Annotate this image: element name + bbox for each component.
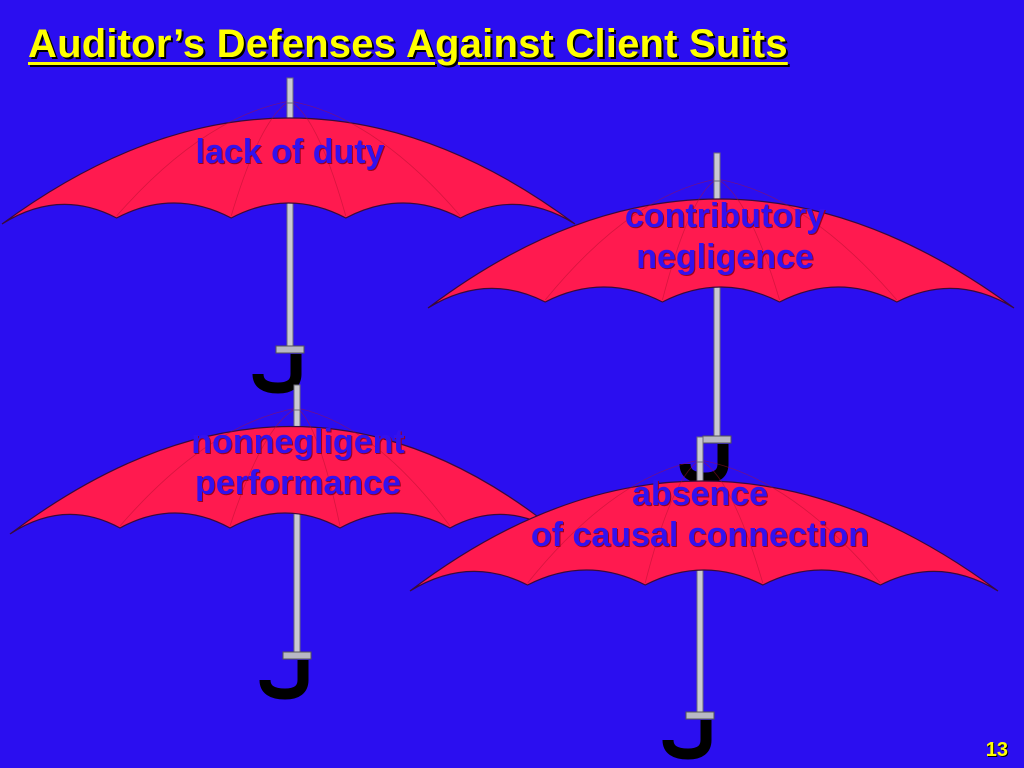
umbrella-tip <box>713 152 721 182</box>
umbrella-label-line: of causal connection <box>530 515 870 554</box>
umbrella-label-line: nonnegligent <box>191 423 405 461</box>
umbrella-rib <box>644 459 701 584</box>
slide-title: Auditor’s Defenses Against Client Suits <box>28 22 788 66</box>
umbrella-rib <box>716 178 898 301</box>
umbrella-collar <box>685 711 715 720</box>
umbrella-rib <box>289 100 461 217</box>
umbrella-tip <box>696 436 704 463</box>
umbrella-rib <box>699 459 764 584</box>
umbrella-tip <box>293 384 301 411</box>
umbrella-label-lack-of-duty: lack of duty <box>140 132 440 173</box>
umbrella-rib <box>119 407 298 527</box>
umbrella-collar <box>275 345 305 354</box>
umbrella-rib <box>116 100 291 217</box>
umbrella-label-nonnegligent-performance: nonnegligent performance <box>148 422 448 504</box>
umbrella-label-line: lack of duty <box>195 133 385 171</box>
umbrella-handle <box>662 720 712 760</box>
umbrella-collar <box>282 651 312 660</box>
umbrella-label-line: contributory <box>624 197 826 235</box>
umbrella-label-line: absence <box>631 475 769 513</box>
umbrella-rib <box>699 459 881 584</box>
umbrella-rib <box>289 100 347 217</box>
umbrella-handle <box>259 660 309 700</box>
umbrella-rib <box>544 178 718 301</box>
page-number: 13 <box>985 739 1008 761</box>
umbrella-canopy <box>409 480 999 592</box>
umbrella-canopy <box>1 117 576 225</box>
umbrella-rib <box>296 407 451 527</box>
umbrella-rib <box>716 178 780 301</box>
umbrella-canopy <box>427 198 1015 309</box>
umbrella-label-absence-of-causal-connection: absence of causal connection <box>470 474 930 556</box>
umbrella-label-line: negligence <box>636 237 814 276</box>
umbrella-label-contributory-negligence: contributory negligence <box>575 196 875 278</box>
umbrella-collar <box>702 435 732 444</box>
umbrella-rib <box>527 459 701 584</box>
umbrella-label-line: performance <box>195 463 401 502</box>
umbrella-tip <box>286 77 294 104</box>
umbrella-rib <box>229 407 298 527</box>
umbrella-rib <box>230 100 291 217</box>
umbrella-canopy <box>9 425 561 535</box>
umbrella-handle <box>679 444 729 484</box>
umbrella-rib <box>662 178 718 301</box>
umbrella-rib <box>296 407 341 527</box>
umbrella-handle <box>252 354 302 394</box>
